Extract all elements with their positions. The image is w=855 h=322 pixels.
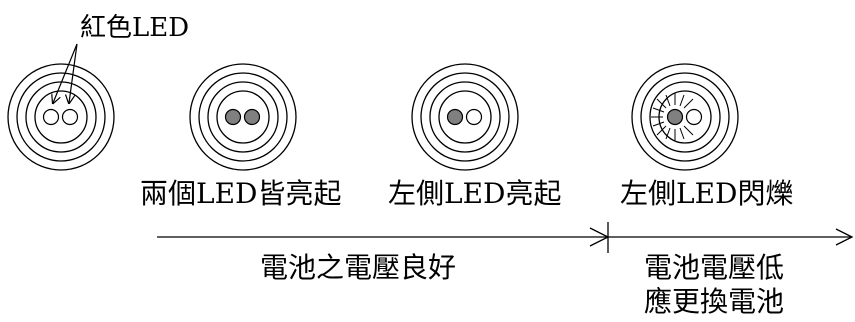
timeline-arrow-low — [608, 228, 854, 246]
range-label-low-line2: 應更換電池 — [644, 285, 785, 318]
timeline-arrow-good — [157, 227, 610, 247]
flash-rays — [651, 93, 694, 141]
led-right — [465, 108, 483, 126]
caption-left-flashing: 左側LED閃爍 — [620, 177, 794, 210]
caption-both-on: 兩個LED皆亮起 — [140, 177, 342, 210]
led-left — [42, 108, 60, 126]
led-left — [666, 108, 684, 126]
led-housing-left-flashing — [631, 63, 739, 171]
led-housing-reference — [7, 63, 115, 171]
led-right — [61, 108, 79, 126]
led-housing-left-on — [411, 63, 519, 171]
led-right — [243, 108, 261, 126]
range-label-good: 電池之電壓良好 — [260, 251, 457, 284]
led-left — [446, 108, 464, 126]
range-label-low-line1: 電池電壓低 — [644, 251, 785, 284]
caption-left-on: 左側LED亮起 — [388, 177, 562, 210]
led-right — [685, 108, 703, 126]
callout-label: 紅色LED — [80, 13, 190, 43]
led-left — [224, 108, 242, 126]
led-housing-both-on — [189, 63, 297, 171]
